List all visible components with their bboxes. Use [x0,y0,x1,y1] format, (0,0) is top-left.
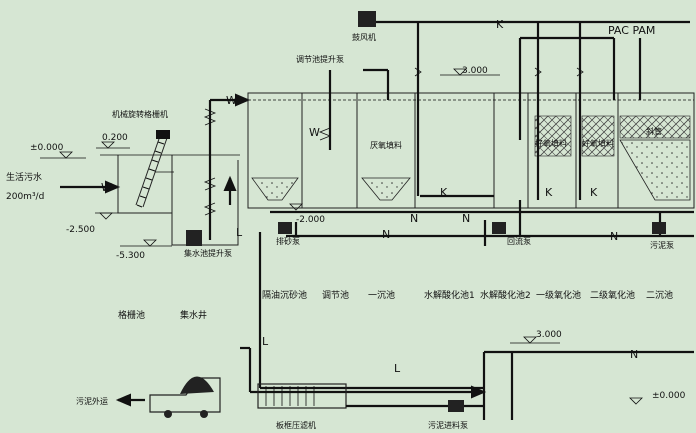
label-rotary-screen: 机械旋转格栅机 [112,109,168,119]
label-level-000: ±0.000 [30,143,64,153]
label-level-m5300: -5.300 [116,251,145,261]
label-sand-pump: 排砂泵 [276,236,300,246]
label-domestic-sewage: 生活污水 [6,171,42,183]
unit-name-3: 调节池 [322,289,349,301]
screen-chamber [60,130,240,246]
code-n-5: N [630,348,638,361]
label-flow-rate: 200m³/d [6,192,44,202]
label-level-3000-top: 3.000 [462,66,488,76]
label-sludge-out: 污泥外运 [76,396,108,406]
main-tank-row [247,68,695,209]
label-level-0200: 0.200 [102,133,128,143]
code-k-air3: K [545,186,553,199]
label-sludge-pump: 污泥泵 [650,240,674,250]
label-blower: 鼓风机 [352,32,376,42]
label-level-3000-bottom: 3.000 [536,330,562,340]
label-anoxic-fill: 厌氧填料 [370,140,402,150]
air-headers [358,11,690,200]
code-n-1: N [410,212,418,225]
label-aerobic-fill-1: 好氧填料 [535,138,567,148]
label-pac-pam: PAC PAM [608,24,655,37]
sump-pump-line [186,93,251,246]
code-n-2: N [462,212,470,225]
code-w-lift: W [226,94,237,107]
code-k-air4: K [590,186,598,199]
level-markers [40,68,643,405]
unit-names: 格栅池 集水井 隔油沉砂池 调节池 一沉池 水解酸化池1 水解酸化池2 一级氧化… [118,289,673,321]
unit-name-7: 一级氧化池 [536,289,581,301]
unit-name-1: 集水井 [180,309,207,321]
code-n-3: N [382,228,390,241]
unit-name-5: 水解酸化池1 [424,289,475,301]
label-return-pump: 回流泵 [507,236,531,246]
label-sump-pump: 集水池提升泵 [184,248,232,258]
line-codes: W W W K K K K N N N N N L L L [101,18,638,375]
unit-name-6: 水解酸化池2 [480,289,531,301]
label-level-m2000: -2.000 [296,215,325,225]
code-n-4: N [610,230,618,243]
unit-name-0: 格栅池 [118,309,145,321]
unit-name-2: 隔油沉砂池 [262,289,307,301]
label-regulating-pump: 调节池提升泵 [296,54,344,64]
label-level-m2500: -2.500 [66,225,95,235]
code-k-air1: K [496,18,504,31]
label-inclined-tube: 斜管 [646,126,662,136]
code-w-reg: W [309,126,320,139]
code-w-inlet: W [101,181,112,194]
label-aerobic-fill-2: 好氧填料 [582,138,614,148]
unit-name-4: 一沉池 [368,289,395,301]
code-l-3: L [394,362,401,375]
sludge-handling [115,376,484,418]
text-labels: 生活污水 200m³/d ±0.000 0.200 -2.500 -5.300 … [6,24,686,430]
code-l-1: L [236,226,243,239]
code-l-2: L [262,335,269,348]
unit-name-9: 二沉池 [646,289,673,301]
label-filter-press: 板框压滤机 [276,420,316,430]
sludge-lines [240,200,694,420]
unit-name-8: 二级氧化池 [590,289,635,301]
code-k-air2: K [440,186,448,199]
label-sludge-feed-pump: 污泥进料泵 [428,420,468,430]
label-level-000-right: ±0.000 [652,391,686,401]
